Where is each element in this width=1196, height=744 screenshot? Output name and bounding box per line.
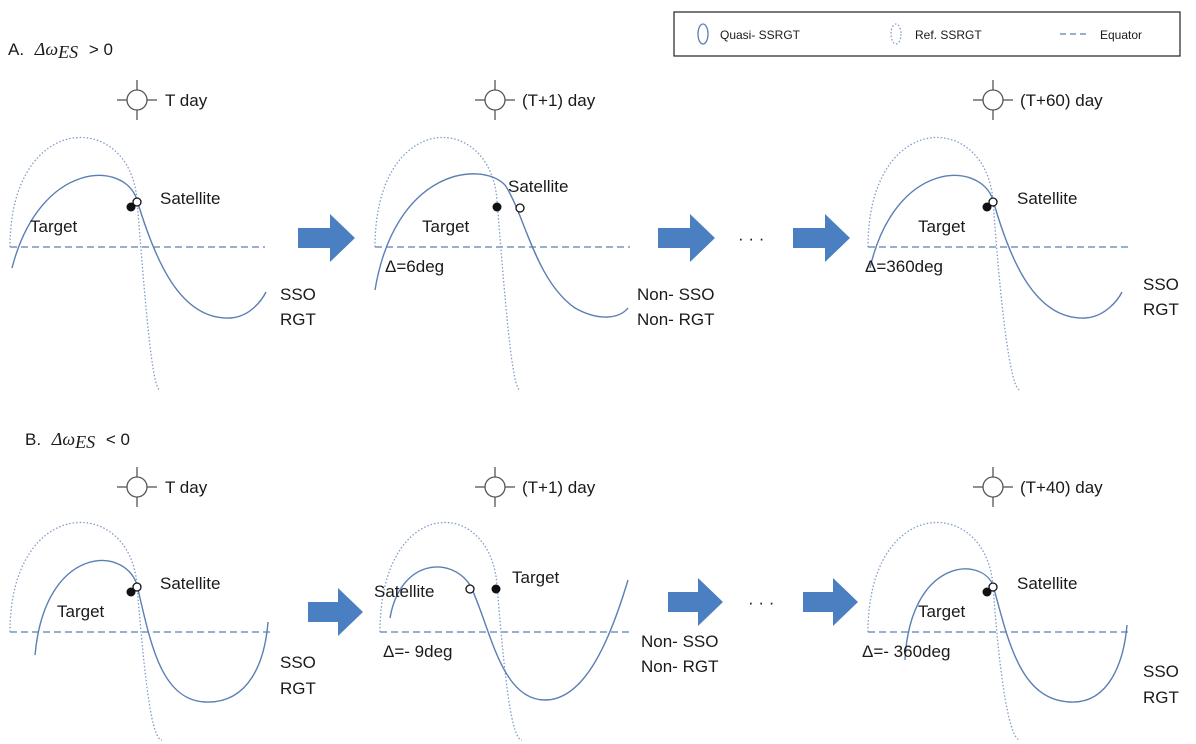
satellite-marker — [988, 197, 998, 207]
delta-label: Δ=- 9deg — [383, 642, 453, 661]
sun-icon-a1 — [117, 80, 157, 120]
legend-quasi-icon — [697, 23, 709, 45]
target-marker — [982, 587, 992, 597]
satellite-marker — [132, 197, 142, 207]
status-line-2: Non- RGT — [641, 657, 718, 676]
delta-label: Δ=360deg — [865, 257, 943, 276]
arrow-a2 — [658, 214, 715, 262]
day-label-b1: T day — [165, 478, 208, 497]
svg-text:B. ΔωES < 0: B. ΔωES < 0 — [25, 429, 130, 452]
target-marker — [126, 202, 136, 212]
row-a-prefix: A. — [8, 40, 24, 59]
status-line-1: SSO — [1143, 662, 1179, 681]
target-marker — [982, 202, 992, 212]
quasi-ssrgt-curve — [869, 174, 1123, 319]
row-b-subscript: ES — [74, 432, 95, 452]
status-line-2: RGT — [1143, 688, 1179, 707]
legend-ref-icon — [890, 23, 902, 45]
arrow-b2 — [668, 578, 723, 626]
panel-a3: Satellite Target Δ=360deg SSO RGT — [865, 137, 1179, 391]
ref-ssrgt-curve — [9, 137, 161, 391]
panel-b2: Satellite Target Δ=- 9deg Non- SSO Non- … — [374, 522, 718, 741]
quasi-ssrgt-curve — [11, 174, 267, 319]
satellite-label: Satellite — [160, 574, 220, 593]
target-marker — [491, 584, 501, 594]
day-label-a1: T day — [165, 91, 208, 110]
arrow-b1 — [308, 588, 363, 636]
target-label: Target — [512, 568, 560, 587]
row-b-heading: B. ΔωES < 0 — [25, 429, 130, 452]
status-line-1: Non- SSO — [641, 632, 718, 651]
target-label: Target — [422, 217, 470, 236]
ref-ssrgt-curve — [9, 522, 163, 741]
status-line-2: RGT — [280, 679, 316, 698]
panel-a2: Satellite Target Δ=6deg Non- SSO Non- RG… — [374, 137, 714, 391]
day-label-a3: (T+60) day — [1020, 91, 1103, 110]
sun-icon-b2 — [475, 467, 515, 507]
target-label: Target — [57, 602, 105, 621]
panel-a1: Satellite Target SSO RGT — [9, 137, 316, 391]
ref-ssrgt-curve — [867, 522, 1021, 741]
satellite-marker — [465, 584, 475, 594]
satellite-label: Satellite — [1017, 189, 1077, 208]
satellite-label: Satellite — [1017, 574, 1077, 593]
target-marker — [126, 587, 136, 597]
ellipsis-b: · · · — [748, 593, 774, 612]
status-line-2: RGT — [1143, 300, 1179, 319]
sun-icon-a3 — [973, 80, 1013, 120]
status-line-2: RGT — [280, 310, 316, 329]
status-line-1: SSO — [280, 285, 316, 304]
satellite-marker — [988, 582, 998, 592]
quasi-ssrgt-curve — [34, 559, 269, 703]
day-label-b2: (T+1) day — [522, 478, 596, 497]
satellite-label: Satellite — [508, 177, 568, 196]
target-label: Target — [30, 217, 78, 236]
day-label-a2: (T+1) day — [522, 91, 596, 110]
row-a-symbol: Δω — [34, 39, 58, 59]
target-marker — [492, 202, 502, 212]
row-a-heading: A. ΔωES > 0 — [8, 39, 113, 62]
satellite-label: Satellite — [374, 582, 434, 601]
sun-icon-a2 — [475, 80, 515, 120]
panel-b3: Satellite Target Δ=- 360deg SSO RGT — [862, 522, 1179, 741]
row-b-relation: < 0 — [106, 430, 130, 449]
row-b-symbol: Δω — [51, 429, 75, 449]
satellite-marker — [515, 203, 525, 213]
ref-ssrgt-curve — [379, 522, 523, 741]
day-label-b3: (T+40) day — [1020, 478, 1103, 497]
satellite-marker — [132, 582, 142, 592]
ref-ssrgt-curve — [374, 137, 521, 391]
arrow-a1 — [298, 214, 355, 262]
arrow-b3 — [803, 578, 858, 626]
sun-icon-b3 — [973, 467, 1013, 507]
row-b-prefix: B. — [25, 430, 41, 449]
row-a-relation: > 0 — [89, 40, 113, 59]
panel-b1: Satellite Target SSO RGT — [9, 522, 316, 741]
arrow-a3 — [793, 214, 850, 262]
target-label: Target — [918, 217, 966, 236]
quasi-ssrgt-curve — [389, 566, 629, 701]
ref-ssrgt-curve — [867, 137, 1021, 391]
legend-quasi-label: Quasi- SSRGT — [720, 28, 801, 42]
row-a-subscript: ES — [57, 42, 78, 62]
legend-box: Quasi- SSRGT Ref. SSRGT Equator — [673, 11, 1181, 57]
quasi-ssrgt-curve — [374, 173, 629, 318]
ellipsis-a: · · · — [738, 229, 764, 248]
status-line-1: Non- SSO — [637, 285, 714, 304]
status-line-1: SSO — [280, 653, 316, 672]
legend-equator-label: Equator — [1100, 28, 1142, 42]
sun-icon-b1 — [117, 467, 157, 507]
status-line-1: SSO — [1143, 275, 1179, 294]
delta-label: Δ=6deg — [385, 257, 444, 276]
quasi-ssrgt-curve — [904, 568, 1128, 703]
svg-text:A. ΔωES > 0: A. ΔωES > 0 — [8, 39, 113, 62]
satellite-label: Satellite — [160, 189, 220, 208]
status-line-2: Non- RGT — [637, 310, 714, 329]
delta-label: Δ=- 360deg — [862, 642, 950, 661]
legend-ref-label: Ref. SSRGT — [915, 28, 982, 42]
target-label: Target — [918, 602, 966, 621]
